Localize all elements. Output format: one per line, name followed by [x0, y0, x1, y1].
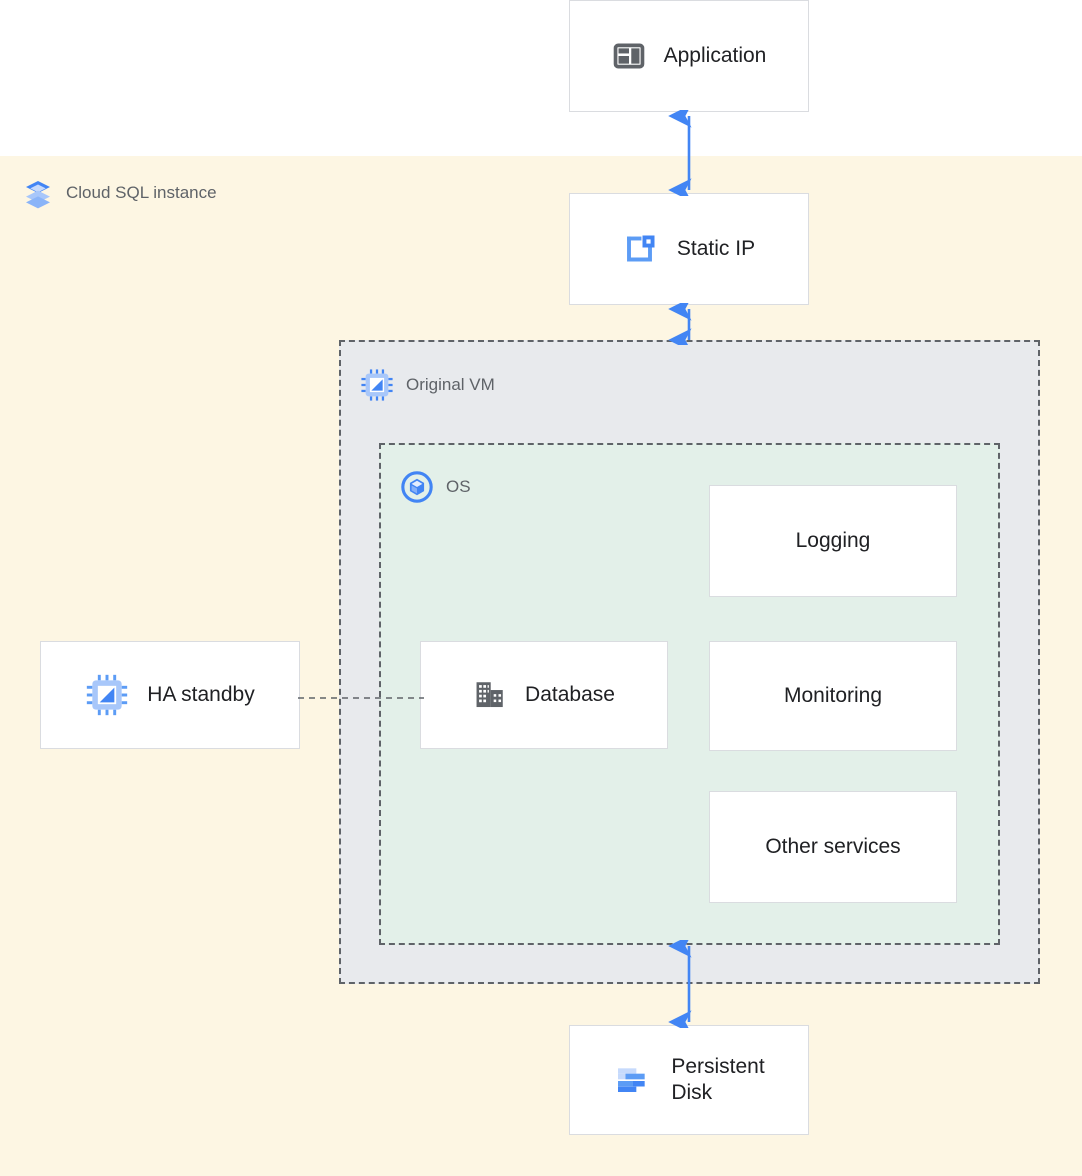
monitoring-label: Monitoring — [783, 683, 883, 707]
connector-os-to-persistent-disk — [659, 934, 719, 1034]
node-static-ip[interactable]: Static IP — [569, 193, 809, 305]
os-label: OS — [446, 477, 471, 496]
ha-standby-cpu-chip-icon — [85, 673, 129, 717]
node-logging[interactable]: Logging — [709, 485, 957, 597]
persistent-disk-label: Persistent Disk — [671, 1054, 765, 1104]
connector-static-ip-to-original-vm — [659, 297, 719, 352]
node-database[interactable]: Database — [420, 641, 668, 749]
vm-cpu-chip-icon — [360, 368, 394, 402]
original-vm-header: Original VM — [360, 368, 495, 402]
original-vm-label: Original VM — [406, 375, 495, 394]
cloud-sql-instance-label: Cloud SQL instance — [66, 183, 217, 202]
logging-label: Logging — [795, 528, 871, 552]
node-application[interactable]: Application — [569, 0, 809, 112]
node-persistent-disk[interactable]: Persistent Disk — [569, 1025, 809, 1135]
static-ip-square-icon — [623, 231, 659, 267]
application-window-icon — [612, 39, 646, 73]
os-circle-cube-icon — [400, 470, 434, 504]
cloud-sql-instance-header: Cloud SQL instance — [22, 177, 217, 209]
cloud-sql-stacked-layers-icon — [22, 177, 54, 209]
os-header: OS — [400, 470, 471, 504]
persistent-disk-stairs-icon — [613, 1060, 653, 1100]
node-ha-standby[interactable]: HA standby — [40, 641, 300, 749]
ha-standby-label: HA standby — [147, 682, 255, 706]
other-services-label: Other services — [765, 834, 901, 858]
connector-application-to-static-ip — [659, 104, 719, 202]
node-monitoring[interactable]: Monitoring — [709, 641, 957, 751]
node-other-services[interactable]: Other services — [709, 791, 957, 903]
application-label: Application — [663, 43, 767, 67]
database-label: Database — [525, 682, 615, 706]
database-building-icon — [473, 678, 507, 712]
connector-ha-standby-to-database — [298, 688, 424, 699]
static-ip-label: Static IP — [676, 236, 756, 260]
